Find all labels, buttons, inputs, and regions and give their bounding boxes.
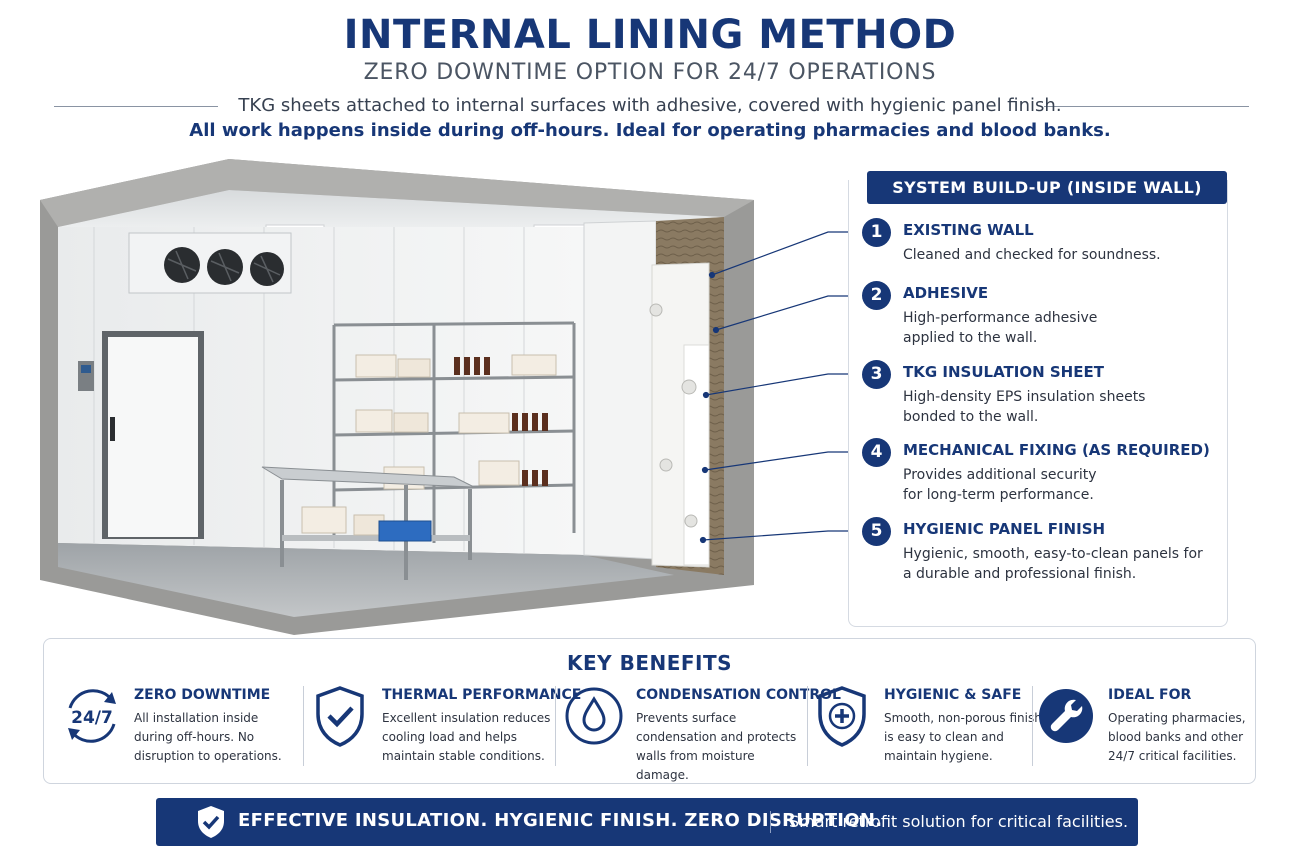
benefit-title: CONDENSATION CONTROL: [636, 687, 841, 703]
banner-separator: [770, 811, 771, 833]
benefit-text: Excellent insulation reduces cooling loa…: [382, 711, 551, 763]
step-number: 5: [862, 517, 891, 546]
shield-check-icon: [198, 806, 224, 838]
wrench-icon: [1039, 689, 1093, 743]
right-wall-panel: [583, 220, 657, 560]
shield-plus-icon: [818, 686, 866, 747]
layer-title: ADHESIVE: [903, 284, 989, 302]
benefit-title: HYGIENIC & SAFE: [884, 687, 1022, 703]
header-rule-left: [54, 106, 218, 107]
layer-title: MECHANICAL FIXING (AS REQUIRED): [903, 441, 1210, 459]
benefit-divider: [1032, 686, 1033, 766]
benefit-divider: [303, 686, 304, 766]
benefit-text: Prevents surface condensation and protec…: [636, 711, 797, 782]
benefit-title: THERMAL PERFORMANCE: [382, 687, 582, 703]
benefit-divider: [555, 686, 556, 766]
shield-check-icon: [316, 686, 364, 747]
concrete-top-edge: [40, 159, 754, 227]
layer-description: High-density EPS insulation sheets bonde…: [903, 389, 1146, 425]
stored-supplies: [355, 354, 557, 490]
intro-description: TKG sheets attached to internal surfaces…: [238, 95, 1062, 116]
benefit-title: IDEAL FOR: [1108, 687, 1192, 703]
hygienic-panel-layer: [683, 344, 710, 566]
layer-title: HYGIENIC PANEL FINISH: [903, 520, 1106, 538]
layer-description: Provides additional security for long-te…: [903, 467, 1097, 503]
clock-24-7-icon: 24/7: [68, 689, 116, 743]
mechanical-fixings: [649, 303, 698, 528]
page-title: INTERNAL LINING METHOD: [343, 12, 957, 58]
cold-room-illustration: [40, 159, 754, 635]
benefit-divider: [807, 686, 808, 766]
layer-title: EXISTING WALL: [903, 221, 1034, 239]
step-number: 3: [862, 360, 891, 389]
water-drop-icon: [565, 687, 623, 745]
benefit-text: Smooth, non-porous finish is easy to cle…: [884, 711, 1042, 763]
system-buildup-panel: [848, 180, 1228, 627]
page-subtitle: ZERO DOWNTIME OPTION FOR 24/7 OPERATIONS: [363, 60, 937, 85]
ceiling: [58, 190, 724, 227]
step-number: 1: [862, 218, 891, 247]
key-benefits-panel: [43, 638, 1256, 784]
layer-description: Hygienic, smooth, easy-to-clean panels f…: [903, 546, 1203, 582]
layer-description: Cleaned and checked for soundness.: [903, 247, 1161, 263]
summary-banner: [156, 798, 1138, 846]
key-benefits-heading: KEY BENEFITS: [566, 651, 733, 675]
stainless-table: [261, 466, 475, 580]
intro-highlight: All work happens inside during off-hours…: [189, 120, 1111, 141]
layer-description: High-performance adhesive applied to the…: [903, 310, 1098, 346]
banner-tagline: EFFECTIVE INSULATION. HYGIENIC FINISH. Z…: [238, 810, 883, 831]
step-number: 4: [862, 438, 891, 467]
benefit-title: ZERO DOWNTIME: [134, 687, 271, 703]
layer-title: TKG INSULATION SHEET: [903, 363, 1104, 381]
floor: [58, 543, 674, 617]
door-handle: [110, 417, 115, 441]
system-buildup-heading: SYSTEM BUILD-UP (INSIDE WALL): [867, 171, 1227, 204]
banner-subtext: Smart retrofit solution for critical fac…: [789, 812, 1129, 831]
step-number: 2: [862, 281, 891, 310]
benefit-text: Operating pharmacies, blood banks and ot…: [1108, 711, 1246, 763]
door: [108, 337, 198, 537]
benefit-text: All installation inside during off-hours…: [134, 711, 282, 763]
header-rule-right: [1044, 106, 1249, 107]
badge-text: 24/7: [71, 708, 113, 728]
